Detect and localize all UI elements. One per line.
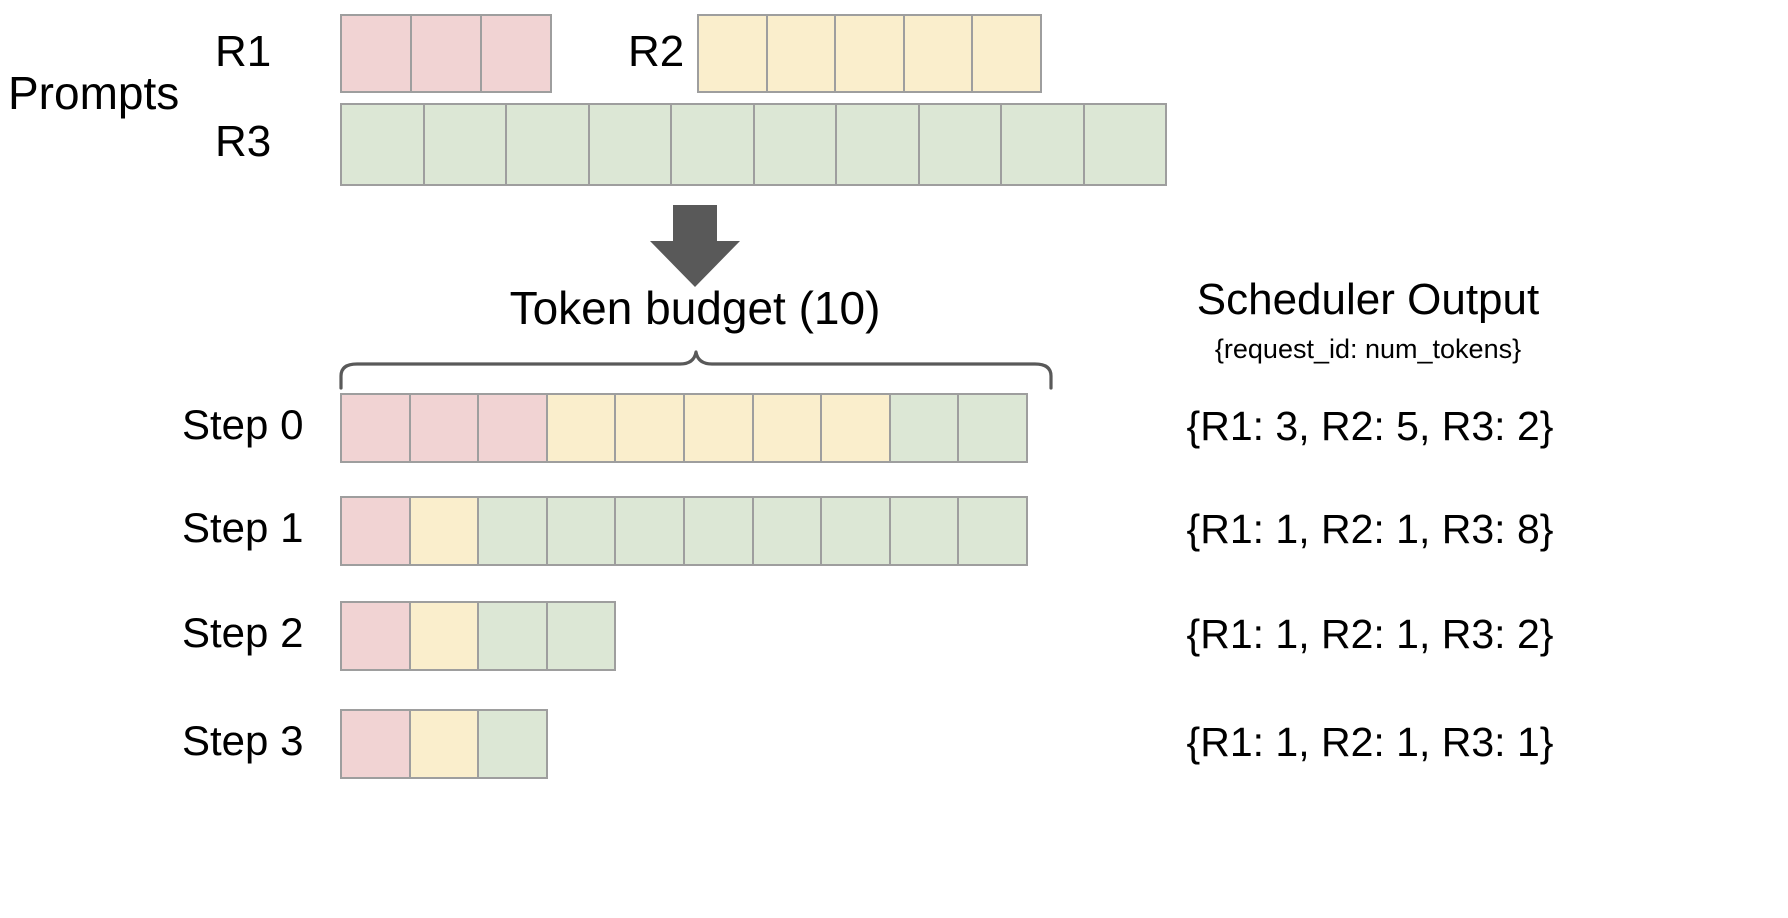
prompt-token-cell-r3-9 bbox=[1082, 103, 1167, 186]
prompt-token-cell-r3-4 bbox=[670, 103, 755, 186]
step-1-token-cell-3 bbox=[545, 496, 617, 566]
step-0-token-cell-6 bbox=[751, 393, 823, 463]
step-1-token-cell-9 bbox=[957, 496, 1028, 566]
down-arrow-icon bbox=[640, 205, 750, 290]
step-label-0: Step 0 bbox=[182, 401, 304, 448]
scheduler-output-row-1: {R1: 1, R2: 1, R3: 8} bbox=[1186, 506, 1554, 552]
step-3-token-cell-1 bbox=[408, 709, 480, 779]
prompt-token-cell-r3-8 bbox=[1000, 103, 1085, 186]
request-label-r2: R2 bbox=[628, 27, 685, 76]
step-1-token-cell-5 bbox=[682, 496, 754, 566]
request-label-r3: R3 bbox=[215, 117, 272, 166]
step-1-token-cell-7 bbox=[820, 496, 891, 566]
prompt-tokens-r1 bbox=[340, 14, 552, 93]
prompt-token-cell-r2-2 bbox=[834, 14, 905, 93]
scheduler-output-title: Scheduler Output bbox=[1196, 275, 1540, 324]
step-3-token-cell-0 bbox=[340, 709, 411, 779]
prompt-token-cell-r3-3 bbox=[587, 103, 672, 186]
step-2-token-cell-3 bbox=[545, 601, 617, 671]
curly-brace-icon bbox=[338, 348, 1054, 390]
step-0-token-cell-9 bbox=[957, 393, 1028, 463]
step-0-token-cell-4 bbox=[614, 393, 685, 463]
step-1-token-cell-0 bbox=[340, 496, 411, 566]
step-1-token-cell-6 bbox=[751, 496, 823, 566]
prompt-token-cell-r3-5 bbox=[752, 103, 837, 186]
prompt-tokens-r2 bbox=[697, 14, 1042, 93]
step-0-token-cell-7 bbox=[820, 393, 891, 463]
prompt-token-cell-r3-0 bbox=[340, 103, 425, 186]
prompt-token-cell-r3-2 bbox=[505, 103, 590, 186]
step-3-token-cell-2 bbox=[477, 709, 548, 779]
scheduler-output-row-0: {R1: 3, R2: 5, R3: 2} bbox=[1186, 403, 1554, 449]
step-0-token-cell-8 bbox=[888, 393, 960, 463]
step-1-token-cell-2 bbox=[477, 496, 548, 566]
prompt-token-cell-r2-0 bbox=[697, 14, 768, 93]
step-token-strip-2 bbox=[340, 601, 617, 671]
prompt-token-cell-r3-7 bbox=[917, 103, 1002, 186]
step-2-token-cell-0 bbox=[340, 601, 411, 671]
step-0-token-cell-0 bbox=[340, 393, 411, 463]
prompts-label: Prompts bbox=[8, 67, 180, 119]
step-token-strip-1 bbox=[340, 496, 1028, 566]
request-label-r1: R1 bbox=[215, 27, 272, 76]
token-budget-label: Token budget (10) bbox=[509, 282, 881, 334]
prompt-token-cell-r1-0 bbox=[340, 14, 412, 93]
prompt-token-cell-r1-2 bbox=[480, 14, 552, 93]
step-1-token-cell-4 bbox=[614, 496, 685, 566]
step-2-token-cell-2 bbox=[477, 601, 548, 671]
step-0-token-cell-2 bbox=[477, 393, 548, 463]
prompt-token-cell-r2-1 bbox=[765, 14, 837, 93]
step-token-strip-0 bbox=[340, 393, 1028, 463]
step-2-token-cell-1 bbox=[408, 601, 480, 671]
scheduler-output-subtitle: {request_id: num_tokens} bbox=[1214, 334, 1522, 364]
scheduler-output-row-2: {R1: 1, R2: 1, R3: 2} bbox=[1186, 611, 1554, 657]
prompt-token-cell-r1-1 bbox=[410, 14, 482, 93]
prompt-token-cell-r2-3 bbox=[902, 14, 974, 93]
prompt-token-cell-r3-6 bbox=[835, 103, 920, 186]
step-label-2: Step 2 bbox=[182, 609, 304, 656]
step-1-token-cell-8 bbox=[888, 496, 960, 566]
step-label-1: Step 1 bbox=[182, 504, 304, 551]
scheduler-output-row-3: {R1: 1, R2: 1, R3: 1} bbox=[1186, 719, 1554, 765]
prompt-token-cell-r2-4 bbox=[971, 14, 1042, 93]
step-label-3: Step 3 bbox=[182, 717, 304, 764]
step-0-token-cell-3 bbox=[545, 393, 617, 463]
step-1-token-cell-1 bbox=[408, 496, 480, 566]
step-0-token-cell-5 bbox=[682, 393, 754, 463]
prompt-token-cell-r3-1 bbox=[422, 103, 507, 186]
step-token-strip-3 bbox=[340, 709, 548, 779]
step-0-token-cell-1 bbox=[408, 393, 480, 463]
prompt-tokens-r3 bbox=[340, 103, 1167, 186]
